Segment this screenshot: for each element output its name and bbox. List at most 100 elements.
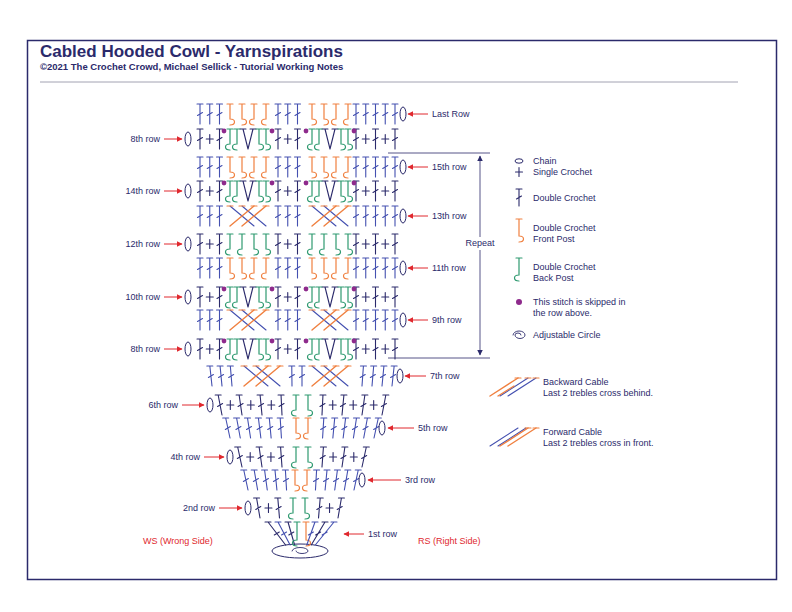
double-crochet-symbol [197, 234, 203, 254]
single-crochet-symbol [247, 453, 254, 462]
post-stitch-symbol [233, 129, 241, 150]
cable-legend-back [500, 378, 536, 396]
row-arrow [164, 139, 182, 140]
double-crochet-symbol [262, 470, 269, 490]
double-crochet-symbol [382, 258, 388, 278]
double-crochet-symbol [382, 206, 388, 226]
legend-text: Adjustable Circle [533, 330, 601, 341]
double-crochet-symbol [370, 366, 376, 386]
row-arrow [164, 349, 182, 350]
cable-top-bar [265, 365, 271, 366]
cable-back-lines [312, 310, 348, 330]
double-crochet-symbol [340, 395, 346, 415]
skip-dot [304, 339, 309, 344]
chain-symbol [400, 209, 406, 223]
post-stitch-symbol [256, 129, 264, 150]
skip-dot [352, 287, 357, 292]
single-crochet-symbol [330, 453, 337, 462]
post-stitch-symbol [332, 258, 340, 279]
double-crochet-symbol [275, 498, 281, 518]
double-crochet-symbol [353, 310, 359, 330]
post-stitch-symbol [345, 234, 353, 255]
post-stitch-symbol [344, 258, 352, 279]
cable-top-bar [321, 365, 327, 366]
row-label: 5th row [418, 423, 448, 434]
legend-text: Double Crochet [533, 193, 596, 204]
single-crochet-symbol [284, 293, 291, 302]
cable-top-bar [251, 205, 257, 206]
post-stitch-symbol [516, 219, 524, 242]
post-stitch-symbol [308, 181, 316, 202]
row-label: 10th row [125, 292, 160, 303]
post-stitch-symbol [263, 287, 271, 308]
double-crochet-symbol [278, 447, 284, 467]
double-crochet-symbol [275, 104, 281, 124]
legend-text: Double Crochet Front Post [533, 223, 618, 245]
cable-legend-back [490, 428, 526, 446]
double-crochet-symbol [363, 206, 369, 226]
double-crochet-symbol [217, 287, 223, 307]
chain-symbol [400, 261, 406, 275]
double-crochet-symbol [295, 234, 301, 254]
post-stitch-symbol [256, 339, 264, 360]
skip-dot [352, 181, 357, 186]
cable-back-lines [312, 366, 348, 386]
double-crochet-symbol [392, 129, 398, 149]
post-stitch-symbol [239, 104, 247, 125]
double-crochet-symbol [392, 104, 398, 124]
post-stitch-symbol [226, 181, 234, 202]
repeat-bracket [388, 153, 490, 358]
single-crochet-symbol [326, 504, 333, 513]
double-crochet-symbol [295, 258, 301, 278]
post-stitch-symbol [292, 447, 300, 468]
double-crochet-symbol [299, 366, 305, 386]
post-stitch-symbol [315, 287, 323, 308]
double-crochet-symbol [217, 129, 223, 149]
double-crochet-symbol [244, 418, 251, 438]
double-crochet-symbol [324, 470, 330, 490]
chain-symbol [359, 473, 365, 487]
double-crochet-symbol [321, 418, 327, 438]
post-stitch-symbol [226, 287, 234, 308]
row-arrow [344, 534, 364, 535]
row-arrow [164, 191, 182, 192]
double-crochet-symbol [197, 104, 203, 124]
double-crochet-symbol [392, 310, 398, 330]
cable-top-bar [333, 309, 339, 310]
double-crochet-symbol [391, 366, 398, 386]
skip-dot [304, 129, 309, 134]
post-stitch-symbol [305, 395, 313, 416]
legend-text: Double Crochet Back Post [533, 262, 618, 284]
double-crochet-symbol [217, 234, 223, 254]
double-crochet-symbol [295, 287, 301, 307]
post-stitch-symbol [345, 339, 353, 360]
double-crochet-symbol [275, 310, 281, 330]
skip-dot [304, 287, 309, 292]
double-crochet-symbol [295, 310, 301, 330]
double-crochet-symbol [275, 287, 281, 307]
double-crochet-symbol [197, 258, 203, 278]
legend-text: Single Crochet [533, 167, 592, 178]
cable-legend-bar [525, 427, 539, 428]
legend-text: Last 2 trebles cross in front. [543, 438, 654, 449]
double-crochet-symbol [197, 206, 203, 226]
double-crochet-symbol [315, 522, 337, 545]
cable-top-bar [277, 365, 283, 366]
post-stitch-symbol [332, 157, 340, 178]
double-crochet-symbol [251, 470, 258, 490]
single-crochet-symbol [284, 345, 291, 354]
double-crochet-symbol [295, 129, 301, 149]
double-crochet-symbol [285, 104, 291, 124]
post-stitch-symbol [239, 258, 247, 279]
skip-dot [270, 129, 275, 134]
double-crochet-symbol [275, 522, 290, 545]
decrease-v-symbol [322, 339, 338, 359]
double-crochet-symbol [285, 258, 291, 278]
double-crochet-symbol [217, 104, 223, 124]
row-arrows [164, 114, 428, 534]
double-crochet-symbol [392, 234, 398, 254]
cable-top-bar [309, 205, 315, 206]
double-crochet-symbol [320, 395, 326, 415]
double-crochet-symbol [236, 395, 243, 415]
double-crochet-symbol [275, 157, 281, 177]
